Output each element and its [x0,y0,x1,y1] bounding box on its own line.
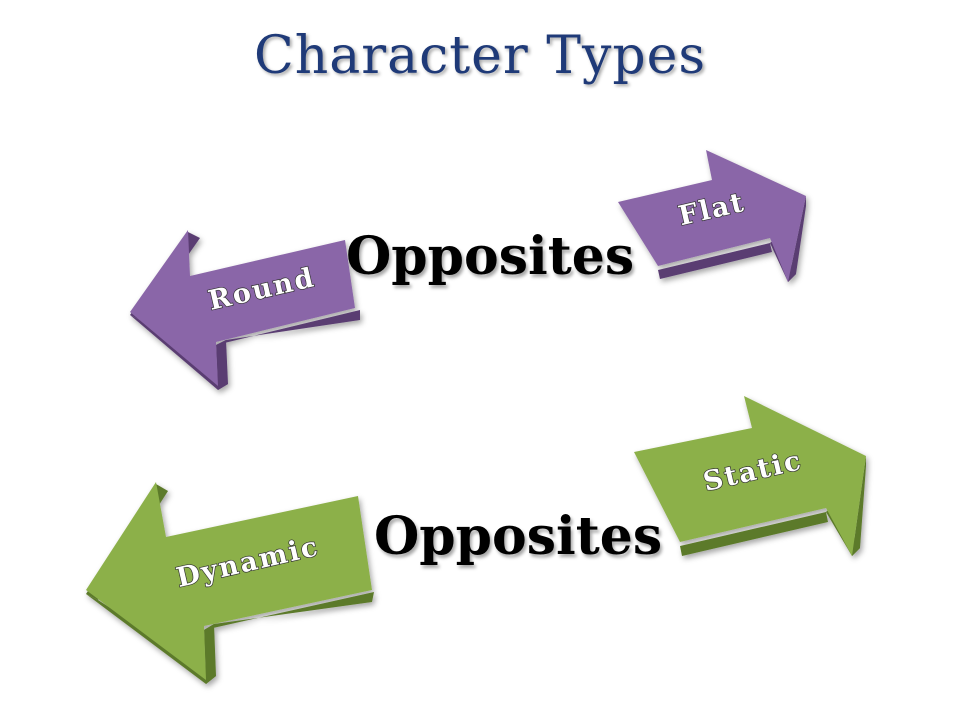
connector-text-1: Opposites [346,226,635,287]
slide-title: Character Types [253,26,707,86]
dynamic-arrow: Dynamic [86,482,374,684]
static-arrow: Static [634,396,866,556]
round-arrow: Round [130,230,360,390]
connector-text-2: Opposites [374,506,663,567]
flat-arrow: Flat [618,150,806,282]
